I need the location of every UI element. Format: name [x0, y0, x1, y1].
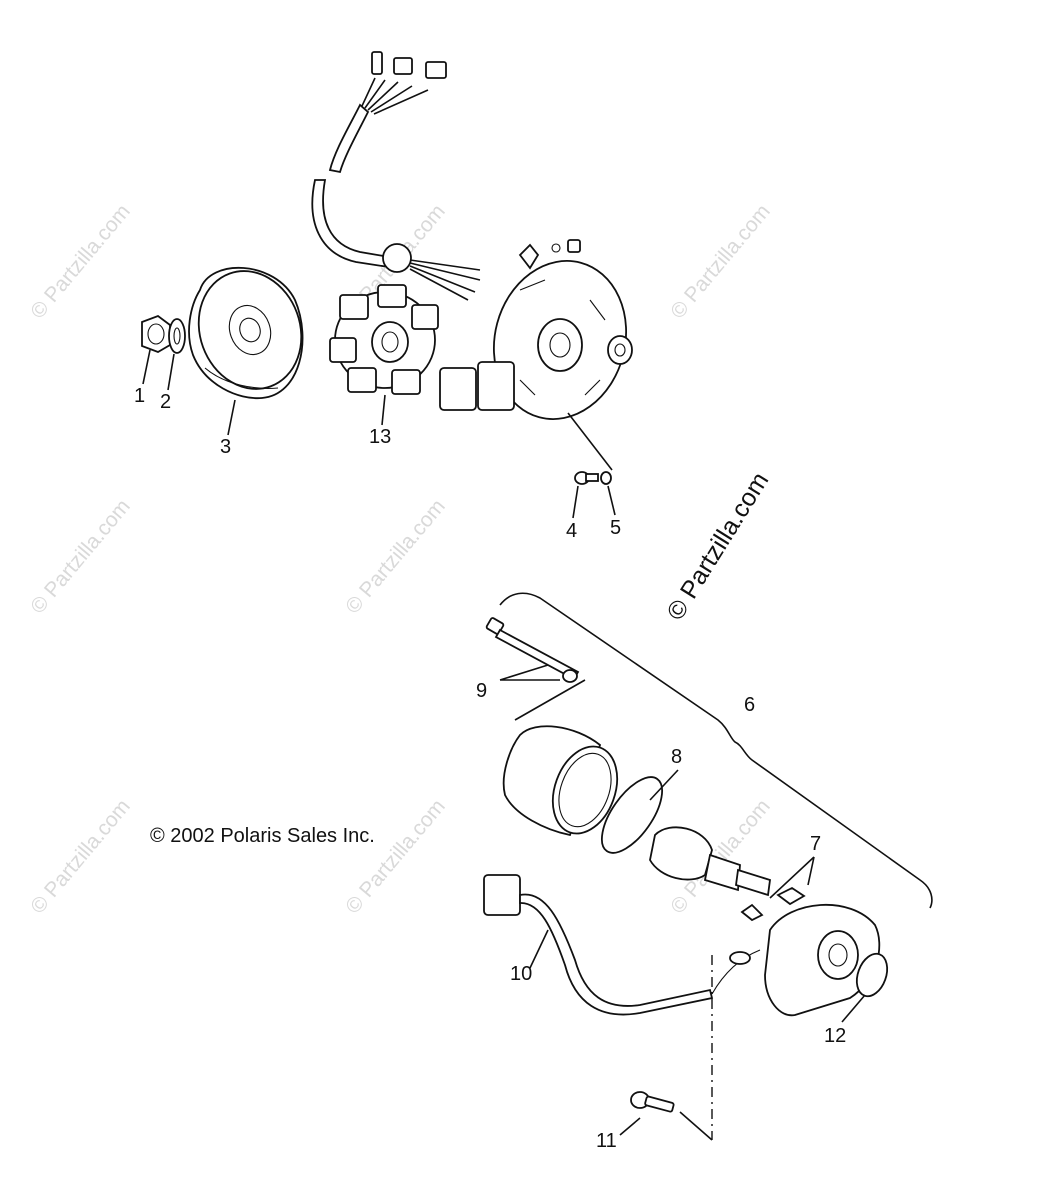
partzilla-watermark: © Partzilla.com — [661, 467, 774, 625]
flywheel-washer — [168, 318, 186, 354]
starter-end-cap — [764, 904, 881, 1017]
callout-2: 2 — [160, 391, 171, 413]
leader-line — [567, 412, 613, 471]
mounting-bolt — [630, 1091, 675, 1113]
brush-clips — [740, 886, 806, 922]
through-bolt — [485, 617, 580, 683]
stator-plate — [439, 239, 633, 420]
assembly-bracket — [499, 592, 933, 909]
callout-5: 5 — [610, 517, 621, 539]
watermark: © Partzilla.com — [26, 495, 135, 618]
callout-8: 8 — [671, 746, 682, 768]
flywheel — [188, 267, 304, 399]
callout-13: 13 — [369, 426, 391, 448]
watermark: © Partzilla.com — [26, 200, 135, 323]
leader-line — [499, 664, 560, 681]
leader-line — [381, 394, 386, 426]
leader-line — [619, 1111, 713, 1141]
callout-6: 6 — [744, 694, 755, 716]
leader-line — [529, 929, 549, 969]
leader-line — [572, 485, 579, 519]
callout-3: 3 — [220, 436, 231, 458]
housing-o-ring — [601, 776, 663, 854]
watermark: © Partzilla.com — [341, 795, 450, 918]
watermark: © Partzilla.com — [26, 795, 135, 918]
watermark: © Partzilla.com — [666, 200, 775, 323]
leader-line — [607, 485, 616, 516]
callout-10: 10 — [510, 963, 532, 985]
leader-line — [649, 769, 679, 801]
starter-cable — [483, 874, 761, 1016]
flywheel-nut — [141, 314, 171, 353]
callout-12: 12 — [824, 1025, 846, 1047]
callout-4: 4 — [566, 520, 577, 542]
leader-line — [227, 399, 236, 436]
callout-11: 11 — [596, 1130, 617, 1152]
stator — [329, 284, 439, 395]
armature — [649, 826, 771, 897]
callout-7: 7 — [810, 833, 821, 855]
watermark: © Partzilla.com — [341, 495, 450, 618]
callout-1: 1 — [134, 385, 145, 407]
stator-screw-washer — [600, 471, 612, 485]
leader-line — [167, 353, 175, 391]
wiring-harness — [311, 51, 481, 301]
leader-line — [841, 994, 866, 1023]
copyright-text: © 2002 Polaris Sales Inc. — [150, 825, 375, 847]
stator-screw — [574, 471, 599, 485]
leader-line — [142, 349, 151, 385]
leader-line — [514, 679, 586, 721]
starter-housing — [502, 725, 619, 837]
leader-line — [769, 856, 815, 899]
callout-9: 9 — [476, 680, 487, 702]
